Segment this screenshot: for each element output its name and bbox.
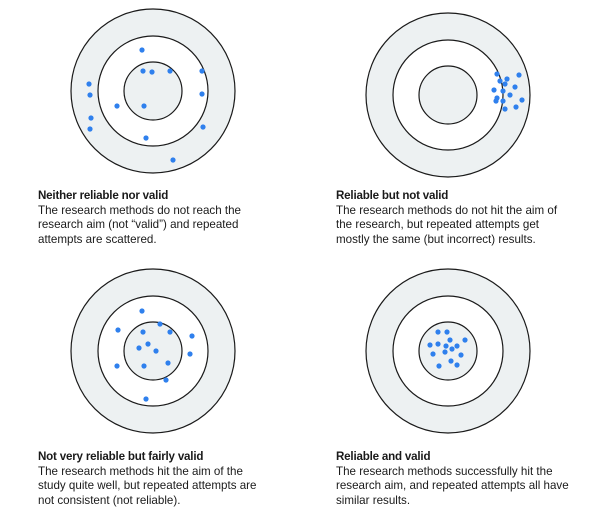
hit-dot (507, 92, 513, 98)
hit-dot (140, 68, 146, 74)
hit-dot (157, 321, 163, 327)
hit-dot (430, 351, 436, 357)
caption-title: Not very reliable but fairly valid (38, 450, 204, 463)
caption-line: attempts are scattered. (38, 232, 157, 246)
hit-dot (494, 71, 500, 77)
hit-dot (519, 97, 525, 103)
hit-dot (86, 81, 92, 87)
bullseye (418, 321, 478, 381)
hit-dot (502, 106, 508, 112)
caption-neither: Neither reliable nor valid The research … (38, 189, 298, 247)
hit-dot (493, 98, 499, 104)
hit-dot (442, 349, 448, 355)
caption-title: Reliable but not valid (336, 189, 449, 202)
hit-dot (454, 362, 460, 368)
caption-fairly-valid: Not very reliable but fairly valid The r… (38, 450, 298, 508)
hit-dot (136, 345, 142, 351)
hit-dot (448, 358, 454, 364)
caption-line: study quite well, but repeated attempts … (38, 479, 257, 493)
hit-dot (87, 92, 93, 98)
hit-dot (458, 352, 464, 358)
hit-dot (502, 81, 508, 87)
hit-dot (167, 68, 173, 74)
hit-dot (497, 78, 503, 84)
hit-dot (139, 47, 145, 53)
caption-line: research aim (not “valid”) and repeated (38, 218, 239, 232)
hit-dot (500, 98, 506, 104)
target-4 (365, 268, 531, 434)
caption-line: The research methods hit the aim of the (38, 464, 243, 478)
hit-dot (170, 157, 176, 163)
caption-line: The research methods do not hit the aim … (336, 203, 558, 217)
caption-line: not consistent (not reliable). (38, 493, 181, 507)
hit-dot (153, 348, 159, 354)
hit-dot (454, 343, 460, 349)
hit-dot (143, 135, 149, 141)
target-3 (70, 268, 236, 434)
hit-dot (436, 363, 442, 369)
hit-dot (87, 126, 93, 132)
hit-dot (115, 327, 121, 333)
hit-dot (141, 103, 147, 109)
hit-dot (516, 72, 522, 78)
target-2 (365, 12, 531, 178)
hit-dot (88, 115, 94, 121)
hit-dot (165, 360, 171, 366)
hit-dot (114, 363, 120, 369)
bullseye (123, 61, 183, 121)
hit-dot (199, 91, 205, 97)
hit-dot (189, 333, 195, 339)
caption-line: the research, but repeated attempts get (336, 218, 540, 232)
caption-line: similar results. (336, 493, 411, 507)
hit-dot (491, 87, 497, 93)
hit-dot (447, 337, 453, 343)
caption-title: Reliable and valid (336, 450, 431, 463)
hit-dot (149, 69, 155, 75)
hit-dot (435, 329, 441, 335)
caption-line: The research methods do not reach the (38, 203, 242, 217)
hit-dot (141, 363, 147, 369)
hit-dot (435, 341, 441, 347)
hit-dot (449, 346, 455, 352)
hit-dot (200, 124, 206, 130)
caption-line: mostly the same (but incorrect) results. (336, 232, 536, 246)
caption-reliable-not-valid: Reliable but not valid The research meth… (336, 189, 596, 247)
hit-dot (427, 342, 433, 348)
hit-dot (513, 104, 519, 110)
hit-dot (143, 396, 149, 402)
target-1 (70, 8, 236, 174)
hit-dot (140, 329, 146, 335)
hit-dot (504, 76, 510, 82)
hit-dot (443, 343, 449, 349)
hit-dot (199, 68, 205, 74)
caption-reliable-valid: Reliable and valid The research methods … (336, 450, 596, 508)
caption-line: research aim, and repeated attempts all … (336, 479, 569, 493)
hit-dot (512, 84, 518, 90)
hit-dot (167, 329, 173, 335)
bullseye (418, 65, 478, 125)
hit-dot (139, 308, 145, 314)
bullseye (123, 321, 183, 381)
hit-dot (145, 341, 151, 347)
hit-dot (187, 351, 193, 357)
caption-title: Neither reliable nor valid (38, 189, 169, 202)
hit-dot (163, 377, 169, 383)
hit-dot (500, 88, 506, 94)
hit-dot (444, 329, 450, 335)
caption-line: The research methods successfully hit th… (336, 464, 553, 478)
hit-dot (114, 103, 120, 109)
hit-dot (462, 337, 468, 343)
